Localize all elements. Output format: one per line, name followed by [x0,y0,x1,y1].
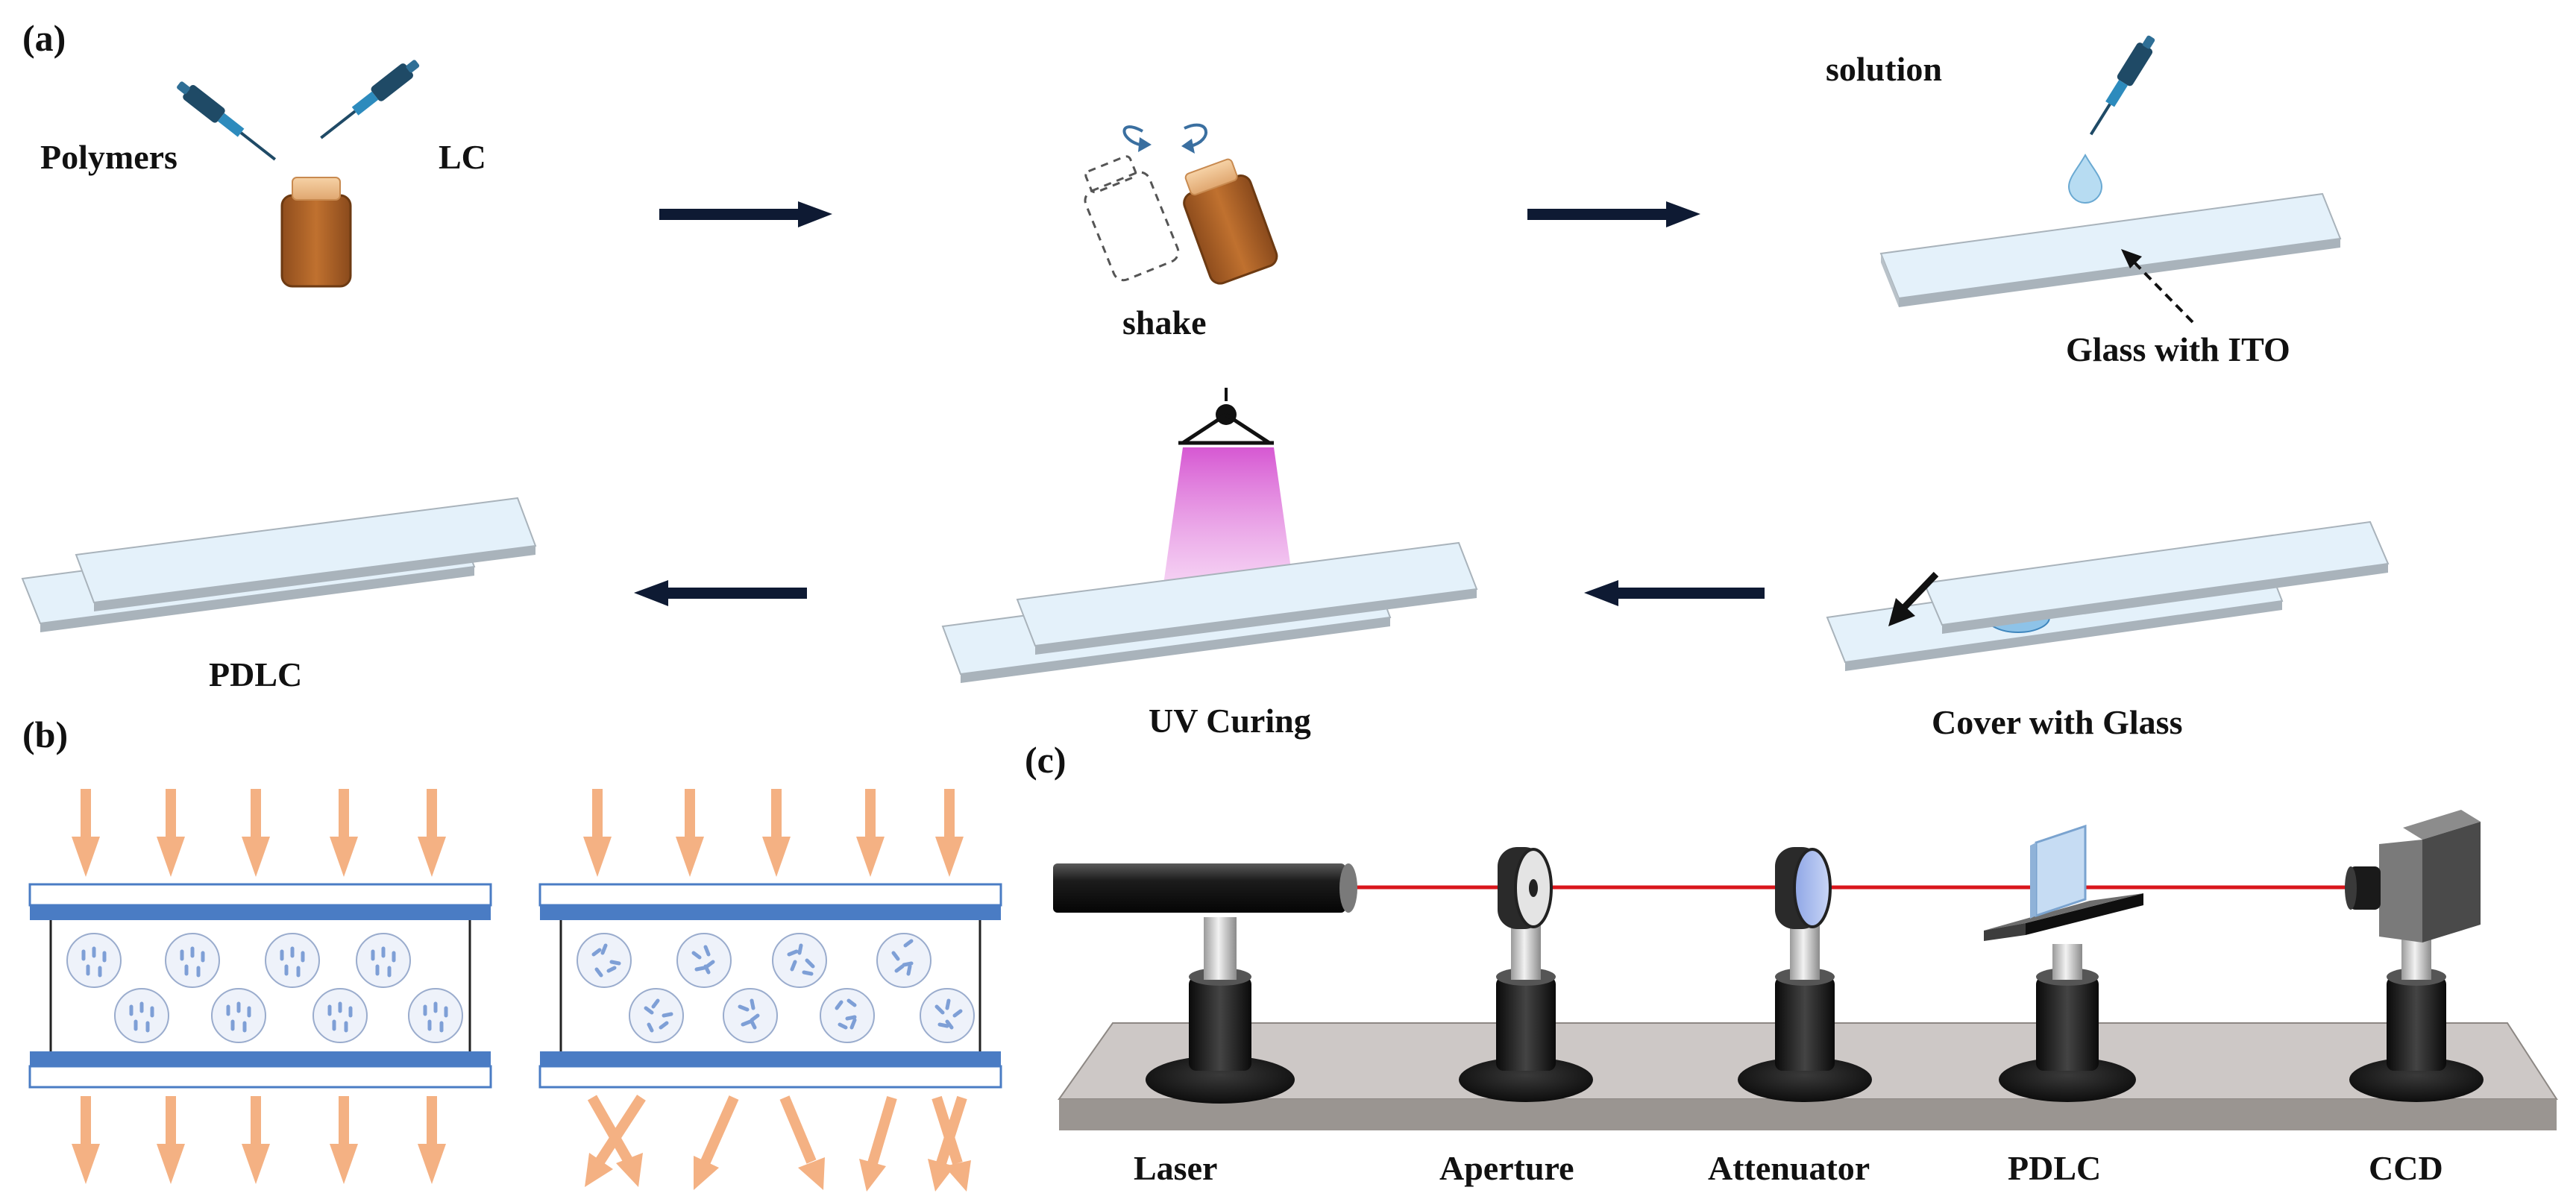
process-arrow-right-1 [659,201,832,227]
panel-b-label: (b) [22,714,68,755]
pdlc-setup-label: PDLC [2008,1149,2101,1187]
rotate-arrows-icon [1122,123,1207,154]
aperture-label: Aperture [1439,1149,1574,1187]
laser-mount [1146,917,1295,1104]
cover-with-glass-label: Cover with Glass [1932,703,2183,741]
left-pipette-icon [177,81,277,161]
attenuator-mount [1738,920,1872,1102]
uv-curing-label: UV Curing [1149,702,1311,740]
right-pipette-icon [320,60,420,139]
pdlc-label: PDLC [209,655,302,693]
shake-label: shake [1122,303,1206,342]
droplet-icon [2067,153,2103,204]
aperture-mount [1459,920,1593,1102]
cover-glass-slide [1923,520,2390,634]
attenuator-label: Attenuator [1708,1149,1870,1187]
lc-label: LC [439,138,486,176]
lc-molecules-random [591,939,963,1033]
shaken-vial-icon [1183,158,1278,285]
attenuator-icon [1775,847,1832,929]
polymers-label: Polymers [40,138,178,176]
incoming-light-arrows [72,789,446,877]
process-arrow-left-1 [1584,580,1765,606]
dropper-pipette-icon [2089,35,2155,136]
pdlc-sample-mount [1984,893,2143,1102]
solution-label: solution [1826,50,1942,88]
uv-top-glass [1016,541,1478,655]
pdlc-on-state-cell [28,789,492,1184]
process-arrow-left-2 [634,580,807,606]
pdlc-top-glass [75,497,537,611]
scattered-light-arrows [585,1095,971,1192]
lc-molecules-aligned [81,946,448,1033]
laser-label: Laser [1134,1149,1217,1187]
lc-droplets-random [577,933,975,1043]
laser-icon [1053,863,1357,913]
dashed-pointer-arrow [2121,249,2194,324]
process-arrow-right-2 [1527,201,1700,227]
ccd-label: CCD [2369,1149,2443,1187]
panel-a-label: (a) [22,17,66,59]
transmitted-light-arrows [72,1096,446,1184]
cover-down-arrow-icon [1888,571,1939,626]
glass-with-ito-label: Glass with ITO [2066,330,2290,368]
dashed-vial-icon [1084,155,1180,282]
aperture-icon [1498,847,1553,929]
pdlc-off-state-cell [538,789,1002,1192]
pdlc-sample-icon [2030,824,2087,919]
incoming-light-arrows-off [583,789,964,877]
uv-lamp-icon [1178,388,1274,445]
panel-c-label: (c) [1025,739,1066,781]
lc-droplets-aligned [66,933,463,1043]
uv-light-beam [1160,447,1296,605]
ito-glass-slide [1879,192,2342,307]
vial-icon [280,177,352,288]
ccd-mount [2349,929,2484,1102]
ccd-camera-icon [2345,810,2481,942]
